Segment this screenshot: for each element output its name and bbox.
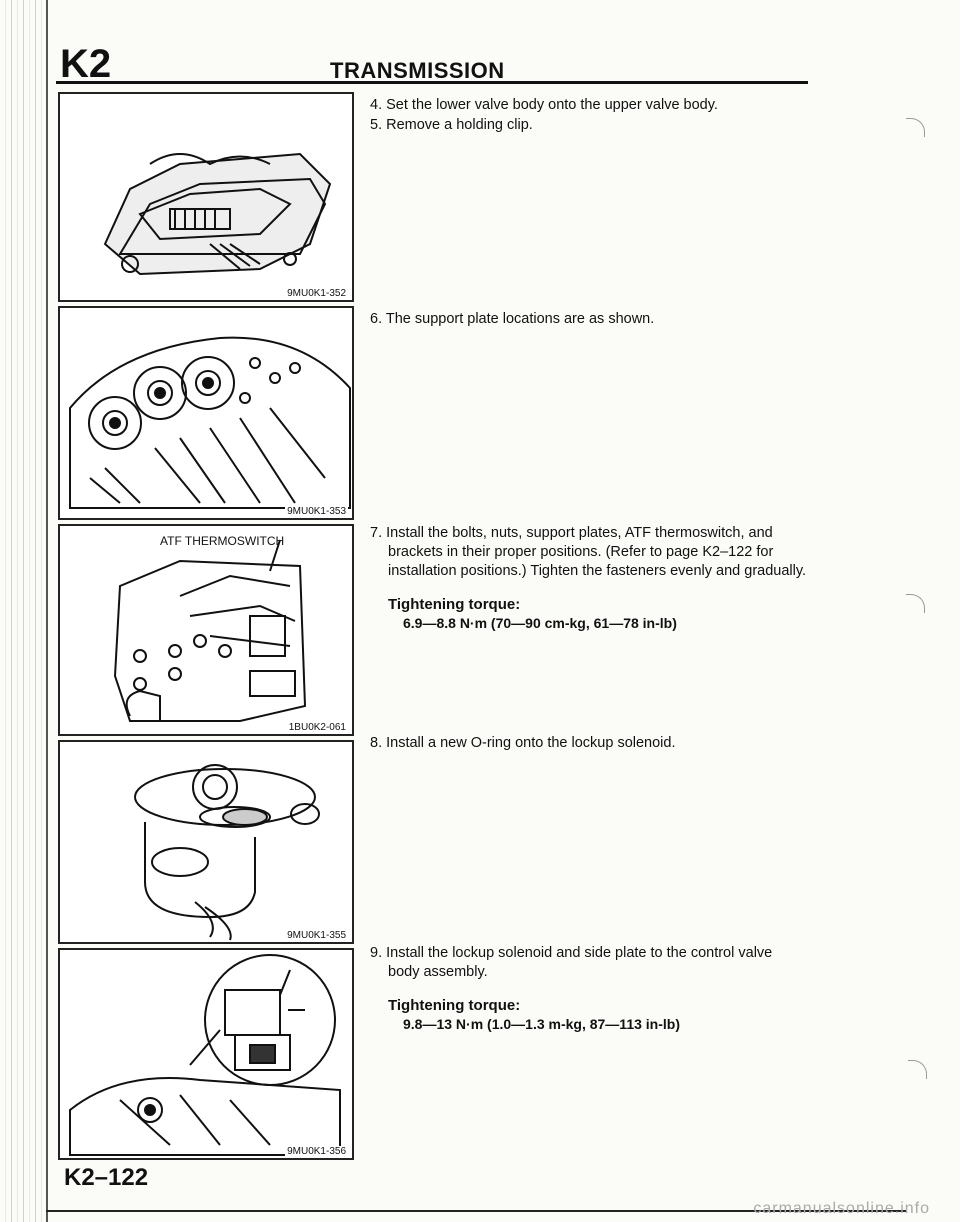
margin-mark [908,1060,927,1079]
header-rule [56,81,808,84]
step-7-torque-label: Tightening torque: [388,596,521,613]
margin-rule [46,0,48,1222]
figure-solenoid-side-plate: 9MU0K1-356 [58,948,354,1160]
margin-mark [906,118,925,137]
step-4: 4. Set the lower valve body onto the upp… [370,97,718,113]
step-7-text: brackets in their proper positions. (Ref… [388,544,807,579]
figure-atf-thermoswitch: ATF THERMOSWITCH 1BU0K2-061 [58,524,354,736]
support-plate-illustration [69,336,351,509]
step-9-line1: 9. Install the lockup solenoid and side … [370,945,773,961]
step-9-text: body assembly. [388,964,488,980]
step-5: 5. Remove a holding clip. [370,117,533,133]
page-title: TRANSMISSION [330,58,505,83]
valve-body-illustration [103,152,332,276]
lockup-solenoid-illustration [134,764,320,941]
step-9-torque-value: 9.8—13 N·m (1.0—1.3 m-kg, 87—113 in-lb) [403,1016,680,1032]
step-9: 9. Install the lockup solenoid and side … [370,944,825,1034]
thermoswitch-illustration [113,539,307,722]
footer-rule [46,1210,906,1212]
side-plate-illustration [69,954,341,1156]
binding-edge [0,0,46,1222]
page-number: K2–122 [64,1164,149,1191]
step-7-torque-value: 6.9—8.8 N·m (70—90 cm-kg, 61—78 in-lb) [403,615,677,631]
margin-mark [906,594,925,613]
step-8: 8. Install a new O-ring onto the lockup … [370,735,676,751]
figure-code: 9MU0K1-352 [285,288,348,299]
figure-lockup-solenoid: 9MU0K1-355 [58,740,354,944]
figure-code: 9MU0K1-355 [285,930,348,941]
step-9-torque-label: Tightening torque: [388,997,521,1014]
figure-support-plates: 9MU0K1-353 [58,306,354,520]
figure-valve-body-assembly: 9MU0K1-352 [58,92,354,302]
figure-code: 9MU0K1-353 [285,506,348,517]
watermark-text: carmanualsonline.info [753,1200,930,1217]
callout-atf-thermoswitch: ATF THERMOSWITCH [160,534,285,548]
figure-code: 9MU0K1-356 [285,1146,348,1157]
section-code: K2 [60,42,112,86]
step-6: 6. The support plate locations are as sh… [370,311,655,327]
figure-code: 1BU0K2-061 [286,722,348,733]
step-7-line1: 7. Install the bolts, nuts, support plat… [370,525,773,541]
step-7: 7. Install the bolts, nuts, support plat… [370,524,825,633]
